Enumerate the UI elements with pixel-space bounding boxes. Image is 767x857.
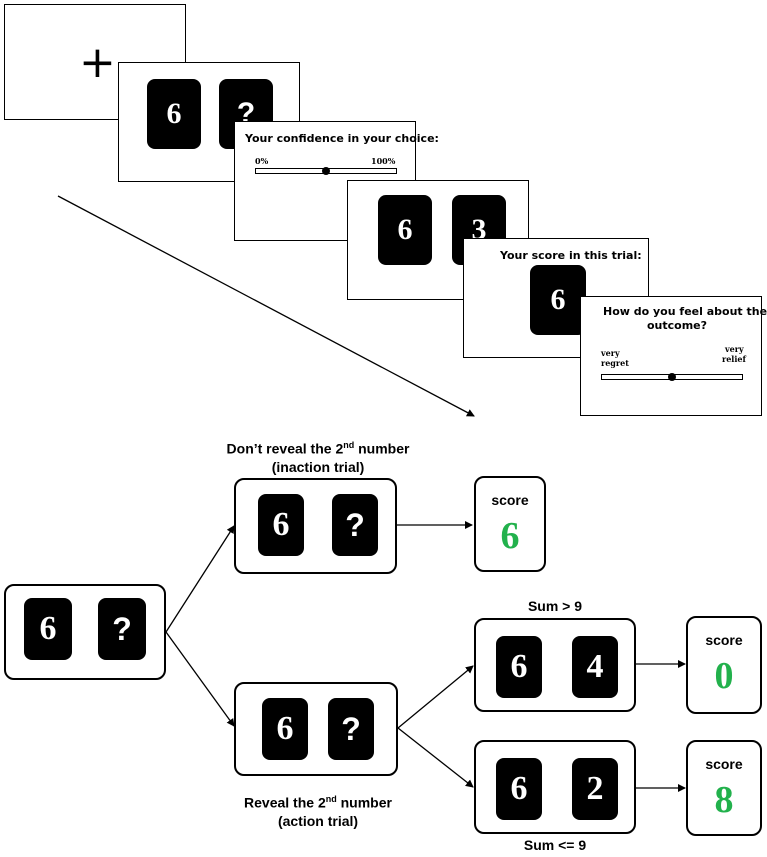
start-card-second: ? — [98, 598, 146, 660]
start-card-first: 6 — [24, 598, 72, 660]
fixation-cross: + — [79, 37, 116, 88]
choice-card-first: 6 — [147, 79, 201, 149]
confidence-prompt: Your confidence in your choice: — [245, 132, 439, 145]
feeling-slider-knob — [668, 373, 676, 381]
confidence-slider-knob — [322, 167, 330, 175]
time-arrow — [57, 195, 475, 417]
sum-low-condition: Sum <= 9 — [523, 837, 587, 853]
inaction-score-box: score 6 — [474, 476, 546, 572]
action-label: Reveal the 2nd number (action trial) — [244, 794, 392, 829]
sum-high-box: 6 4 — [474, 618, 636, 712]
sum-high-score-value: 0 — [714, 655, 734, 697]
sum-high-score-title: score — [705, 632, 743, 648]
inaction-label: Don’t reveal the 2nd number (inaction tr… — [226, 440, 410, 475]
sum-high-condition: Sum > 9 — [527, 598, 583, 614]
action-box: 6 ? — [234, 682, 398, 776]
score-prompt: Your score in this trial: — [500, 249, 642, 262]
inaction-card-first: 6 — [258, 494, 304, 556]
confidence-min-label: 0% — [255, 156, 269, 166]
sum-low-score-box: score 8 — [686, 740, 762, 836]
sum-low-box: 6 2 — [474, 740, 636, 834]
feeling-prompt-line1: How do you feel about the — [603, 305, 767, 318]
sum-low-card-second: 2 — [572, 758, 618, 820]
feeling-right-label-line2: relief — [722, 354, 746, 364]
start-box: 6 ? — [4, 584, 166, 680]
action-card-first: 6 — [262, 698, 308, 760]
arrow-action-to-low — [397, 727, 474, 788]
arrow-to-inaction — [165, 525, 235, 633]
sum-high-score-box: score 0 — [686, 616, 762, 714]
inaction-box: 6 ? — [234, 478, 397, 574]
feeling-screen: How do you feel about the outcome? very … — [580, 296, 767, 416]
feeling-left-label-line1: very — [601, 348, 620, 358]
feeling-left-label-line2: regret — [601, 358, 629, 368]
arrow-to-action — [165, 631, 235, 727]
sum-low-card-first: 6 — [496, 758, 542, 820]
reveal-card-first: 6 — [378, 195, 432, 265]
confidence-max-label: 100% — [371, 156, 396, 166]
score-screen-card: 6 — [530, 265, 586, 335]
sum-low-score-value: 8 — [714, 779, 734, 821]
feeling-right-label-line1: very — [725, 344, 744, 354]
feeling-prompt-line2: outcome? — [647, 319, 708, 332]
inaction-score-value: 6 — [500, 515, 520, 557]
sum-high-card-first: 6 — [496, 636, 542, 698]
sum-low-score-title: score — [705, 756, 743, 772]
inaction-card-second: ? — [332, 494, 378, 556]
arrow-action-to-high — [397, 665, 474, 729]
inaction-score-title: score — [491, 492, 529, 508]
action-card-second: ? — [328, 698, 374, 760]
sum-high-card-second: 4 — [572, 636, 618, 698]
